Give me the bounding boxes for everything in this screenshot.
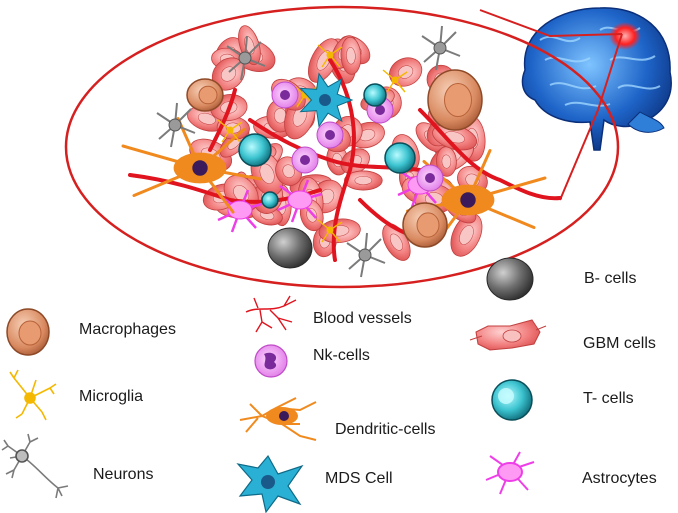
microglia-body (326, 51, 334, 59)
gbm-cell-nucleus (441, 154, 452, 169)
legend-label-t-cells: T- cells (583, 390, 634, 407)
blood-vessel (418, 108, 562, 201)
nk-cell-nucleus (325, 130, 335, 140)
t-cell (261, 191, 279, 209)
neuron-body (433, 41, 447, 55)
microglia (317, 219, 343, 243)
t-cell (363, 83, 387, 107)
b-cell (267, 227, 313, 269)
astrocyte (277, 179, 323, 223)
t-cell (384, 142, 416, 174)
legend-label-astrocytes: Astrocytes (582, 470, 657, 487)
microglia (317, 44, 343, 68)
nk-cell-nucleus (280, 90, 290, 100)
blood-vessels-icon (245, 295, 297, 333)
legend-label-neurons: Neurons (93, 466, 154, 483)
neuron-icon (1, 433, 69, 499)
neuron (156, 102, 196, 148)
astrocyte-body (287, 190, 313, 210)
legend-label-nk-cells: Nk-cells (313, 347, 370, 364)
mds-cell-nucleus (319, 94, 331, 106)
microglia (382, 69, 408, 93)
macrophage-nucleus (416, 212, 440, 238)
tumor-spot (609, 22, 641, 50)
microglia-icon (9, 369, 57, 421)
gbm-cell-nucleus (459, 225, 474, 245)
nk-cell-nucleus (375, 105, 385, 115)
neuron-body (238, 51, 252, 65)
dendritic-cell-nucleus (460, 192, 476, 208)
astrocyte-icon (485, 451, 535, 495)
astrocyte-body (227, 200, 253, 220)
t-cell (238, 133, 272, 167)
t-cell-icon (491, 379, 533, 421)
nk-cell-nucleus (300, 155, 310, 165)
dendritic-cell (406, 149, 547, 246)
gbm-cell-nucleus (346, 47, 356, 65)
legend-label-mds-cell: MDS Cell (325, 470, 393, 487)
legend-label-b-cells: B- cells (584, 270, 637, 287)
legend-label-dendritic-cells: Dendritic-cells (335, 421, 436, 438)
nk-cell-icon (254, 344, 288, 378)
gbm-cell-nucleus (282, 164, 295, 178)
legend-label-gbm-cells: GBM cells (583, 335, 656, 352)
neuron-body (358, 248, 372, 262)
connector-line-bottom (559, 33, 623, 201)
microglia-body (326, 226, 334, 234)
neuron (346, 232, 386, 278)
dendritic-cell-nucleus (192, 160, 208, 176)
neuron (421, 25, 461, 71)
b-cell-icon (486, 257, 534, 301)
tumor-microenvironment-ellipse (64, 5, 620, 289)
neuron (226, 35, 266, 81)
astrocyte (217, 189, 263, 233)
gbm-cell-nucleus (354, 175, 373, 186)
tumor-cluster (121, 25, 562, 278)
microglia-body (391, 76, 399, 84)
macrophage-icon (6, 308, 50, 356)
brain-illustration (521, 7, 672, 151)
legend-icons (1, 257, 547, 513)
dendritic-cell-icon (239, 397, 317, 441)
connector-line-top (479, 9, 623, 38)
blood-vessel (208, 88, 237, 152)
gbm-cell-nucleus (197, 112, 216, 125)
macrophage-nucleus (198, 85, 218, 105)
blood-vessel (328, 58, 356, 262)
neuron-body (168, 118, 182, 132)
microglia (217, 119, 243, 143)
legend-label-blood-vessels: Blood vessels (313, 310, 412, 327)
macrophage-nucleus (444, 83, 472, 117)
astrocyte (397, 164, 443, 208)
legend-label-microglia: Microglia (79, 388, 144, 405)
gbm-cells-icon (469, 319, 547, 351)
mds-cell-icon (236, 454, 304, 513)
legend-label-macrophages: Macrophages (79, 321, 176, 338)
nk-cell-nucleus (425, 173, 435, 183)
gbm-cell-nucleus (389, 233, 403, 251)
dendritic-cell (121, 117, 262, 214)
microglia-body (226, 126, 234, 134)
